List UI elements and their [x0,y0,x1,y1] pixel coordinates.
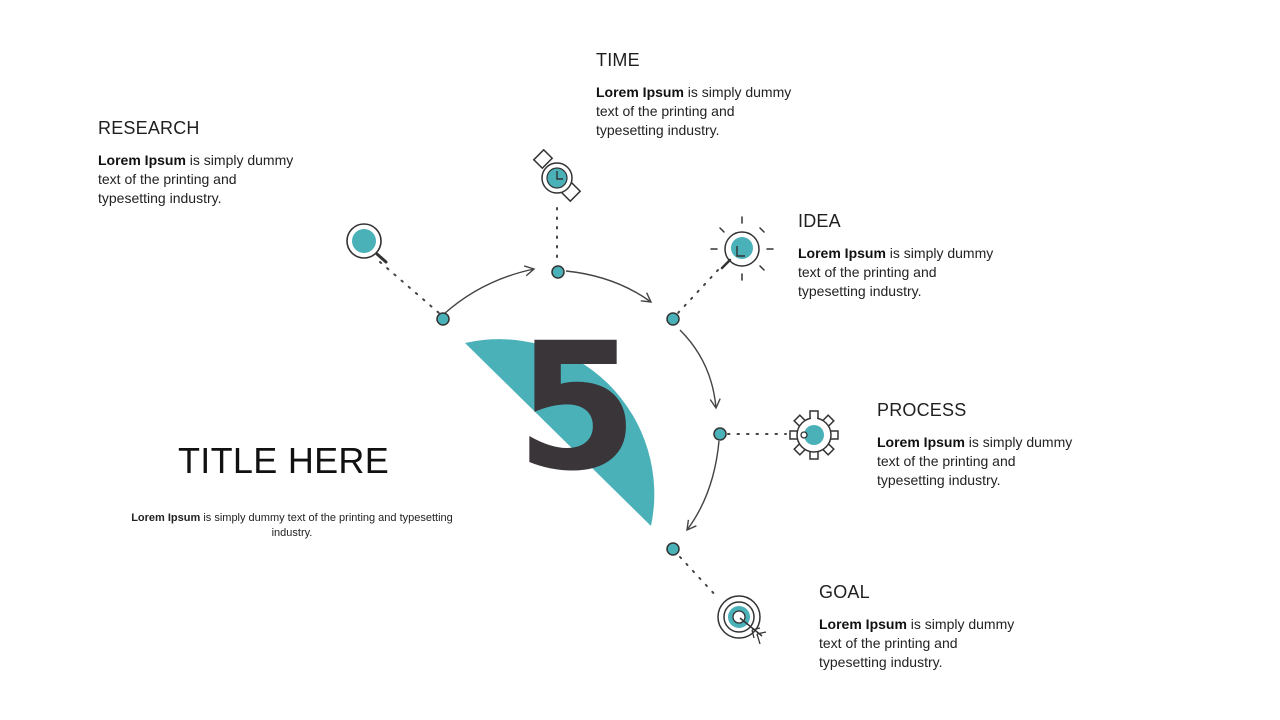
gear-icon [789,410,839,460]
target-icon [717,595,767,645]
item-description: Lorem Ipsum is simply dummy text of the … [819,616,1015,670]
page-subtitle: Lorem Ipsum is simply dummy text of the … [131,512,453,539]
item-description: Lorem Ipsum is simply dummy text of the … [98,152,294,206]
item-heading: IDEA [798,211,841,231]
item-process: PROCESS Lorem Ipsum is simply dummy text… [877,399,1082,490]
arc-arrow-1 [443,265,536,315]
node-dot-goal [666,542,680,556]
item-goal: GOAL Lorem Ipsum is simply dummy text of… [819,581,1024,672]
watch-icon [532,148,582,203]
center-half-disc [465,339,655,526]
item-description: Lorem Ipsum is simply dummy text of the … [596,84,792,138]
connector-idea [677,269,719,314]
page-title: TITLE HERE [178,440,390,481]
item-heading: GOAL [819,582,870,602]
connector-research [379,261,440,314]
item-heading: RESEARCH [98,118,200,138]
item-research: RESEARCH Lorem Ipsum is simply dummy tex… [98,117,303,208]
item-heading: PROCESS [877,400,967,420]
node-dot-time [551,265,565,279]
arc-arrow-2 [565,270,653,303]
magnifier-icon [346,223,388,264]
arc-arrow-4 [686,440,720,532]
center-number: 5 [516,305,638,510]
item-description: Lorem Ipsum is simply dummy text of the … [877,434,1073,488]
arc-arrow-3 [679,329,721,410]
node-dot-idea [666,312,680,326]
item-description: Lorem Ipsum is simply dummy text of the … [798,245,994,299]
node-dot-research [436,312,450,326]
item-idea: IDEA Lorem Ipsum is simply dummy text of… [798,210,1003,301]
connector-goal [679,556,719,599]
lightbulb-icon [710,216,774,281]
item-time: TIME Lorem Ipsum is simply dummy text of… [596,49,801,140]
node-dot-process [713,427,727,441]
item-heading: TIME [596,50,640,70]
